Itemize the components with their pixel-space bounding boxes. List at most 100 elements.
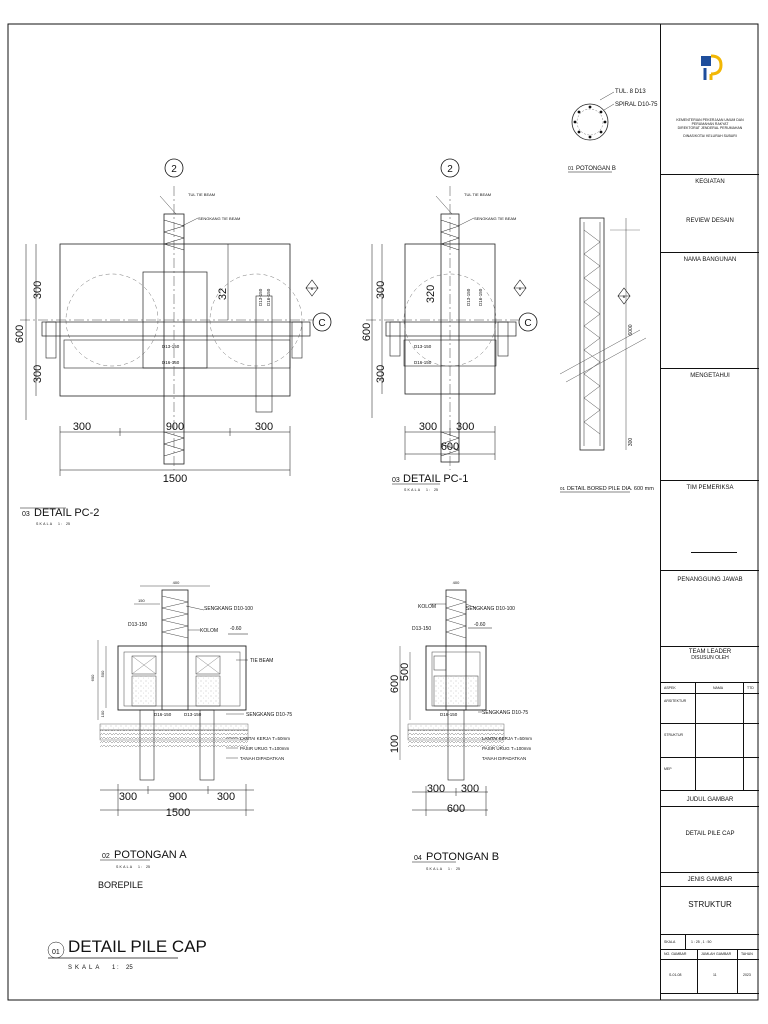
pot-a-scale-word: SKALA <box>116 865 133 869</box>
row-mep: MEP <box>664 767 672 771</box>
pot-b-tul: TUL. 8 D13 <box>615 89 646 95</box>
pot-a-dim-500v: 500 <box>100 670 105 677</box>
pot-a-sengkang-d10: SENGKANG D10-100 <box>204 606 253 612</box>
pc1-scale-sep: 1 : <box>426 488 430 492</box>
jenis-gambar-label: JENIS GAMBAR <box>661 872 759 884</box>
pc2-grid-b: B <box>311 286 314 291</box>
pot-b-dim-400: 400 <box>453 580 460 585</box>
pc1-grid-b: B <box>519 286 522 291</box>
pot-b-d16: D16-150 <box>440 712 458 717</box>
pc1-dim-300a: 300 <box>375 281 387 299</box>
pc2-dim-300a: 300 <box>32 281 44 299</box>
pc1-scale-value: 25 <box>434 488 438 492</box>
pot-a-dim-900: 900 <box>169 791 187 803</box>
sheet-info-table: SKALA 1 : 25 , 1 : 50 NO. GAMBAR JUMLAH … <box>661 934 759 1000</box>
pot-a-dim-100v: 100 <box>100 710 105 717</box>
pot-b-dim-500v: 500 <box>399 663 411 681</box>
pc2-title: DETAIL PC-2 <box>34 507 99 519</box>
pc2-dim-900: 900 <box>166 421 184 433</box>
pot-a-d16: D16-150 <box>154 712 172 717</box>
pc2-tul-tie-beam: TUL TIE BEAM <box>188 192 215 197</box>
pot-a-d13: D13-150 <box>128 622 147 628</box>
pc1-sengkang-tie-beam: SENGKANG TIE BEAM <box>474 216 516 221</box>
pot-b-title: POTONGAN B <box>426 851 499 863</box>
section-potongan-a <box>97 585 254 861</box>
jumlah-gambar-value: 11 <box>713 973 717 977</box>
pot-b-dim-300b: 300 <box>461 783 479 795</box>
pot-b-d13: D13-150 <box>412 626 431 632</box>
col-aspek: ASPEK <box>664 686 676 690</box>
nama-bangunan-label: NAMA BANGUNAN <box>661 252 759 264</box>
pot-a-level: -0.60 <box>230 626 242 632</box>
bored-pile-dim-bot: 300 <box>628 438 634 447</box>
org-line-2: DIREKTORAT JENDERAL PERUMAHAN <box>677 126 743 130</box>
pc2-dim-1500: 1500 <box>163 473 187 485</box>
row-arsitektur: ARSITEKTUR <box>664 699 687 703</box>
pc2-scale-value: 25 <box>66 522 70 526</box>
team-table: ASPEK NAMA TTD ARSITEKTUR STRUKTUR MEP <box>661 682 759 791</box>
col-ttd: TTD <box>747 686 754 690</box>
tahun-value: 2023 <box>743 973 751 977</box>
penanggung-jawab-label: PENANGGUNG JAWAB <box>661 570 759 584</box>
pc1-dim-600b: 600 <box>441 441 459 453</box>
pc2-rebar-3: D13-150 <box>258 288 263 306</box>
main-title: DETAIL PILE CAP <box>68 937 207 956</box>
pc1-rebar-3: D13-150 <box>466 288 471 306</box>
pot-b-dim-600: 600 <box>447 803 465 815</box>
pc2-dim-32: 32 <box>217 288 229 300</box>
pot-a-sengkang-d10-75: SENGKANG D10-75 <box>246 712 292 718</box>
pc2-grid-2: 2 <box>171 164 177 175</box>
pot-a-pasir: PASIR URUG T=100mm <box>240 746 289 751</box>
pc1-dim-600: 600 <box>361 323 373 341</box>
no-gambar-label: NO. GAMBAR <box>664 952 687 956</box>
kegiatan-value: REVIEW DESAIN <box>686 218 734 224</box>
pc1-dim-300d: 300 <box>456 421 474 433</box>
pc2-rebar-4: D16-150 <box>266 288 271 306</box>
pot-b-sengkang-d10: SENGKANG D10-100 <box>466 606 515 612</box>
pot-a-tanah: TANAH DIPADATKAN <box>240 756 284 761</box>
pot-b-kolom: KOLOM <box>418 604 436 610</box>
sheet-frame <box>7 23 759 1001</box>
pc2-grid-c: C <box>318 318 325 329</box>
pc1-dim-300c: 300 <box>419 421 437 433</box>
pc1-rebar-2: D16-150 <box>414 360 432 365</box>
section-potongan-b <box>399 589 505 863</box>
pc1-title: DETAIL PC-1 <box>403 473 468 485</box>
pot-b-scale-sep: 1 : <box>448 867 452 871</box>
pc2-scale-sep: 1 : <box>58 522 62 526</box>
pc2-no: 03 <box>22 511 30 518</box>
pot-b-pasir: PASIR URUG T=100mm <box>482 746 531 751</box>
tim-pemeriksa-label: TIM PEMERIKSA <box>661 480 759 492</box>
pc1-dim-320: 320 <box>425 285 437 303</box>
pot-a-dim-400: 400 <box>173 580 180 585</box>
pot-a-no: 02 <box>102 853 110 860</box>
skala-value: 1 : 25 , 1 : 50 <box>691 940 712 944</box>
pc1-rebar-4: D16-150 <box>478 288 483 306</box>
pot-a-dim-600v: 600 <box>90 674 95 681</box>
pot-a-scale-sep: 1 : <box>138 865 142 869</box>
pc1-dim-300b: 300 <box>375 365 387 383</box>
pot-b-section-no: 01 <box>568 166 574 172</box>
jumlah-gambar-label: JUMLAH GAMBAR <box>701 952 732 956</box>
pupr-logo-icon <box>701 54 723 80</box>
no-gambar-value: S-01-08 <box>669 973 682 977</box>
detail-bored-pile <box>559 217 647 493</box>
pot-b-spiral: SPIRAL D10-75 <box>615 102 658 108</box>
pot-b-section-title: POTONGAN B <box>576 166 616 172</box>
pot-a-title: POTONGAN A <box>114 849 187 861</box>
pot-a-lantai: LANTAI KERJA T=50mm <box>240 736 290 741</box>
pot-b-no: 04 <box>414 855 422 862</box>
pot-a-dim-150: 150 <box>138 598 145 603</box>
row-struktur: STRUKTUR <box>664 733 684 737</box>
pc2-scale-word: SKALA <box>36 522 53 526</box>
pot-a-kolom: KOLOM <box>200 628 218 634</box>
jenis-gambar-value: STRUKTUR <box>661 886 759 910</box>
pot-b-scale-word: SKALA <box>426 867 443 871</box>
pc2-rebar-2: D16-150 <box>162 360 180 365</box>
pc2-sengkang-tie-beam: SENGKANG TIE BEAM <box>198 216 240 221</box>
pc2-dim-300d: 300 <box>255 421 273 433</box>
pc2-rebar-1: D13-150 <box>162 344 180 349</box>
main-title-no: 01 <box>52 949 60 956</box>
detail-pc1 <box>366 158 538 485</box>
